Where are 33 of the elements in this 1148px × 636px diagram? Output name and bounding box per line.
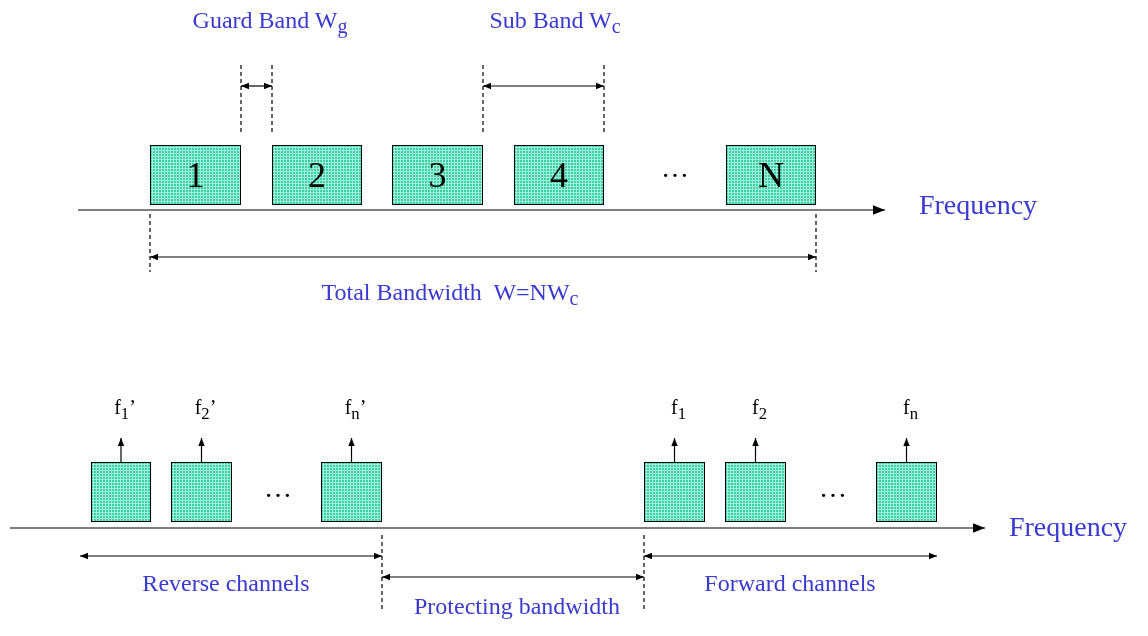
channel-box [876,462,937,522]
dimension-label: Sub Band W$_{c}$ [489,7,621,37]
band-number: 2 [308,154,326,196]
subband-box [150,145,241,205]
band-number: N [758,154,784,196]
channel-box [91,462,151,522]
axis-label: Frequency [1008,513,1128,541]
frequency-label: f$_{2}$’ [194,397,217,423]
subband-box [392,145,483,205]
subband-box [272,145,362,205]
frequency-label: f$_{n}$ [903,397,918,423]
band-number: 3 [428,154,447,196]
band-number: 4 [550,154,568,196]
ellipsis: … [819,474,847,502]
subband-box [726,145,816,205]
ellipsis: … [264,474,292,502]
channel-box [725,462,786,522]
dimension-label: Forward channels [704,571,876,595]
channel-box [321,462,382,522]
ellipsis: … [661,154,689,182]
channel-box [644,462,705,522]
dimension-label: Reverse channels [142,571,310,595]
frequency-label: f$_{n}$’ [344,397,367,423]
frequency-label: f$_{1}$ [671,397,686,423]
axis-label: Frequency [918,191,1038,219]
channel-box [171,462,232,522]
subband-box [514,145,604,205]
band-number: 1 [186,154,205,196]
dimension-label: Total Bandwidth W=NW$_{c}$ [321,279,579,309]
frequency-label: f$_{2}$ [752,397,767,423]
frequency-label: f$_{1}$’ [114,397,136,423]
dimension-label: Guard Band W$_{g}$ [192,7,348,37]
dimension-label: Protecting bandwidth [414,594,620,618]
